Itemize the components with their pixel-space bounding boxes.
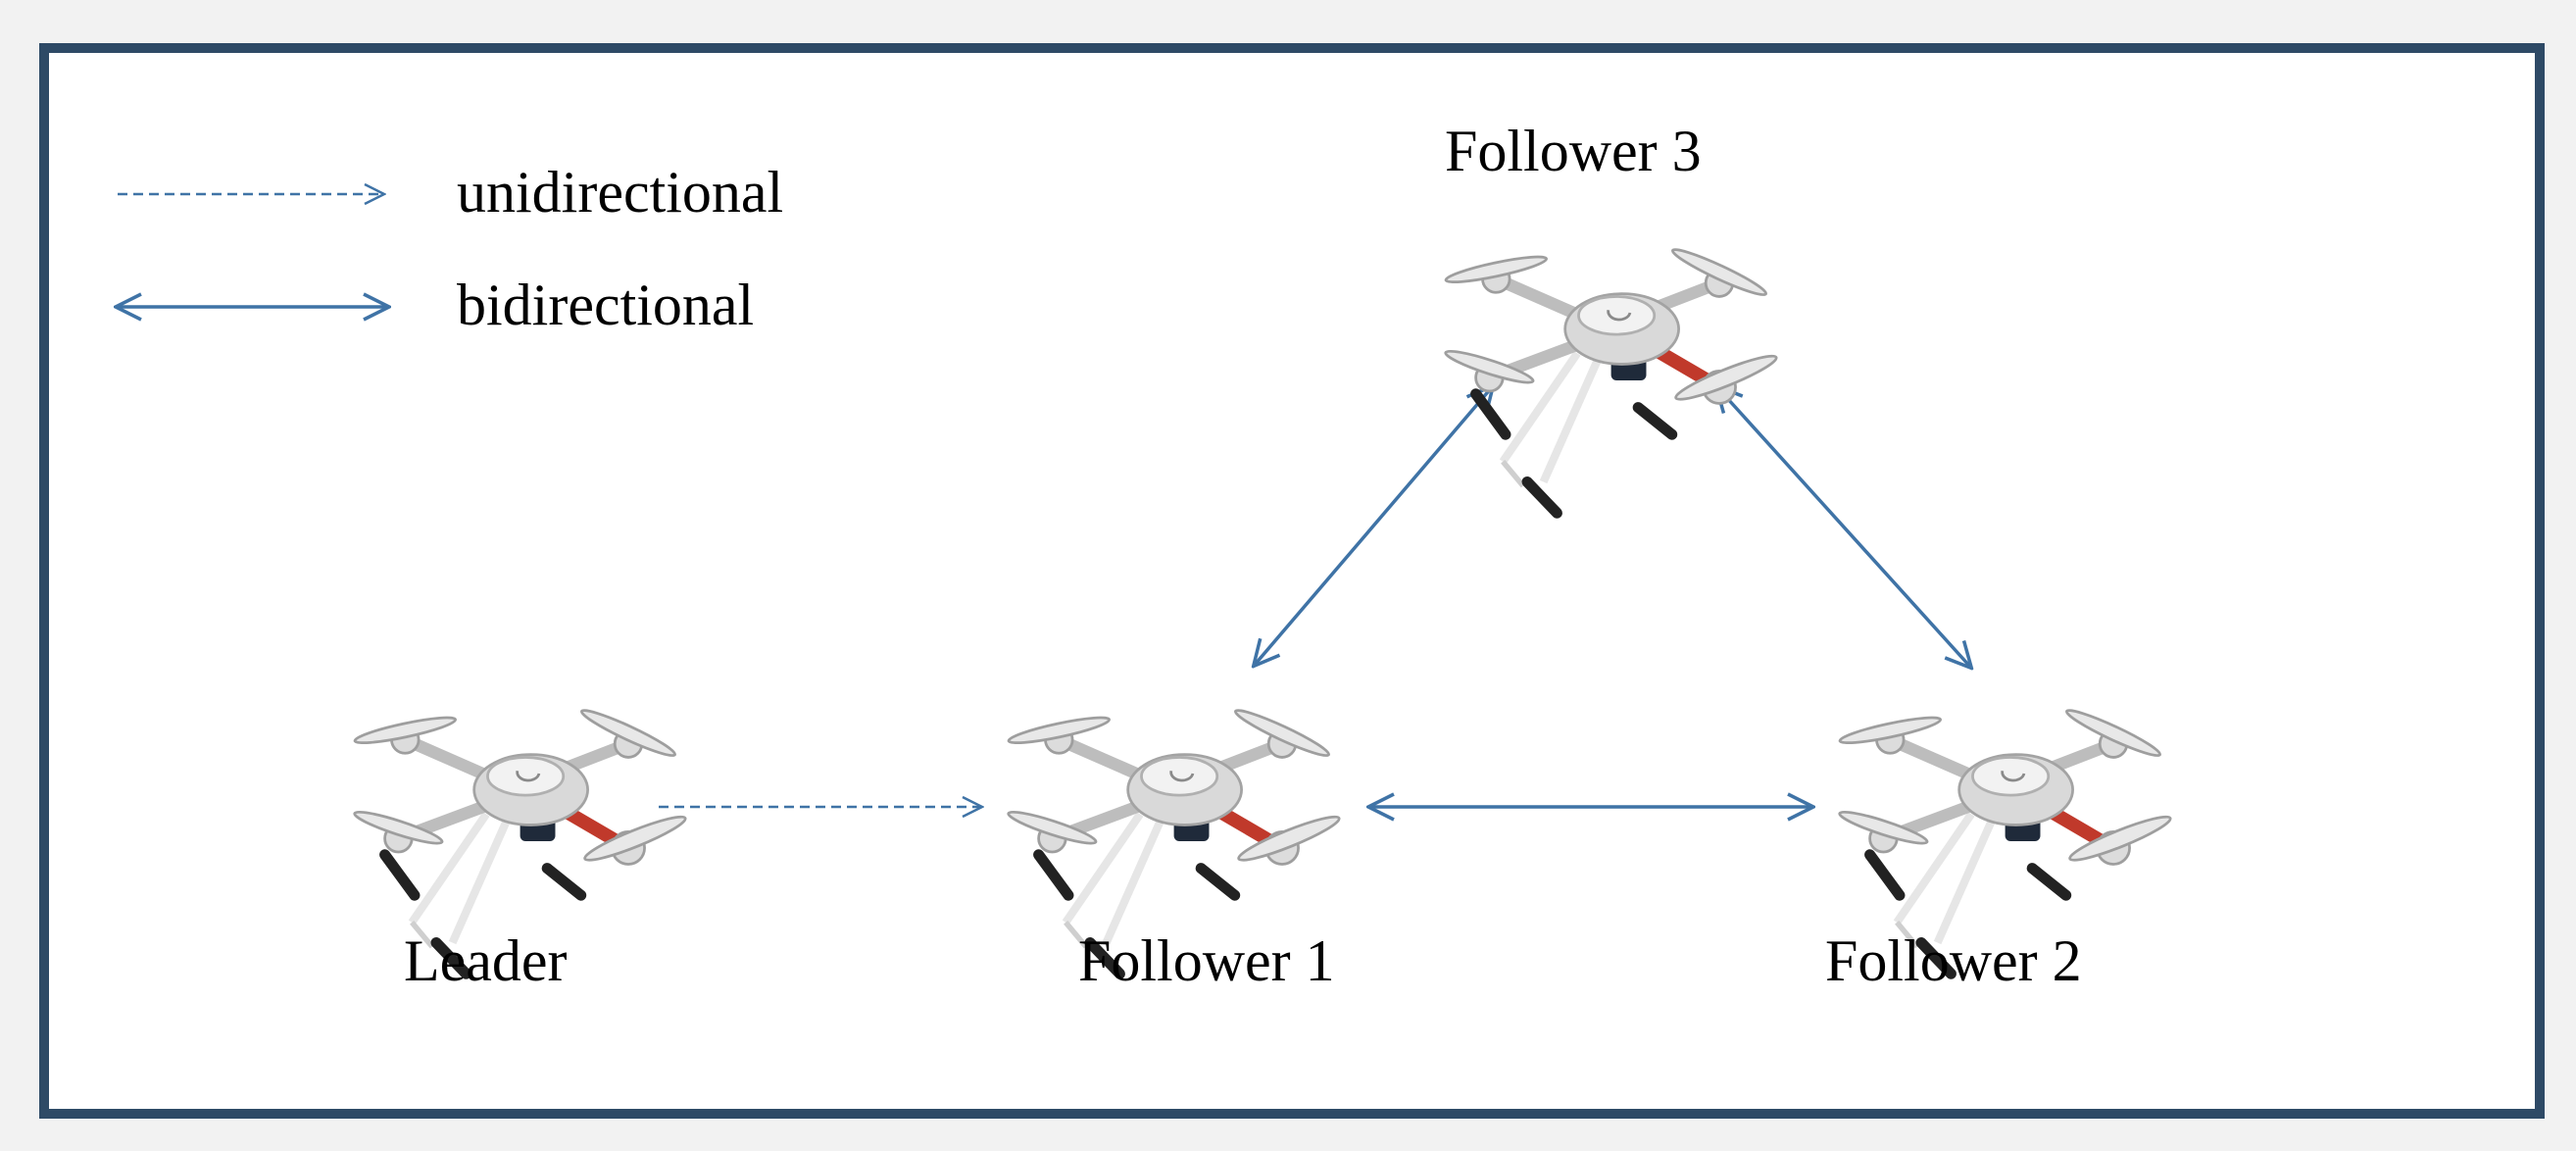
legend-bidirectional-label: bidirectional bbox=[457, 273, 755, 337]
drone-follower3-image bbox=[1444, 244, 1780, 513]
legend-unidirectional-label: unidirectional bbox=[457, 160, 784, 225]
node-label-follower1: Follower 1 bbox=[1078, 928, 1335, 993]
edge-follower1-follower3 bbox=[1255, 387, 1492, 665]
edge-follower3-follower2 bbox=[1717, 387, 1970, 667]
node-label-follower3: Follower 3 bbox=[1445, 119, 1702, 183]
node-label-follower2: Follower 2 bbox=[1825, 928, 2082, 993]
node-label-leader: Leader bbox=[404, 928, 568, 993]
